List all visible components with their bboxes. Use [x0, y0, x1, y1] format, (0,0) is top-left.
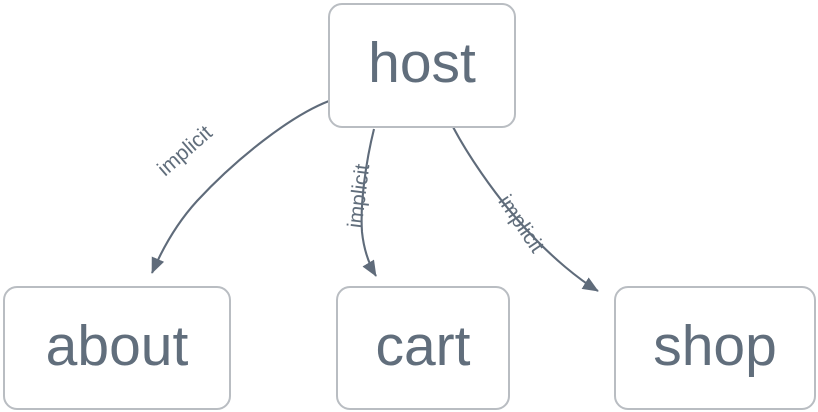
edge-label-host-shop: implicit	[493, 190, 549, 258]
node-label-cart: cart	[375, 313, 471, 378]
node-label-host: host	[368, 31, 476, 95]
graph-node-host[interactable]: host	[328, 3, 516, 128]
edge-host-shop	[451, 124, 599, 292]
edge-label-host-about: implicit	[153, 121, 217, 181]
edge-host-about	[151, 100, 330, 274]
node-label-shop: shop	[653, 313, 777, 378]
graph-node-shop[interactable]: shop	[614, 286, 816, 410]
edge-label-host-cart: implicit	[343, 162, 375, 230]
graph-node-about[interactable]: about	[3, 286, 231, 410]
graph-node-cart[interactable]: cart	[336, 286, 510, 410]
node-label-about: about	[45, 313, 189, 378]
